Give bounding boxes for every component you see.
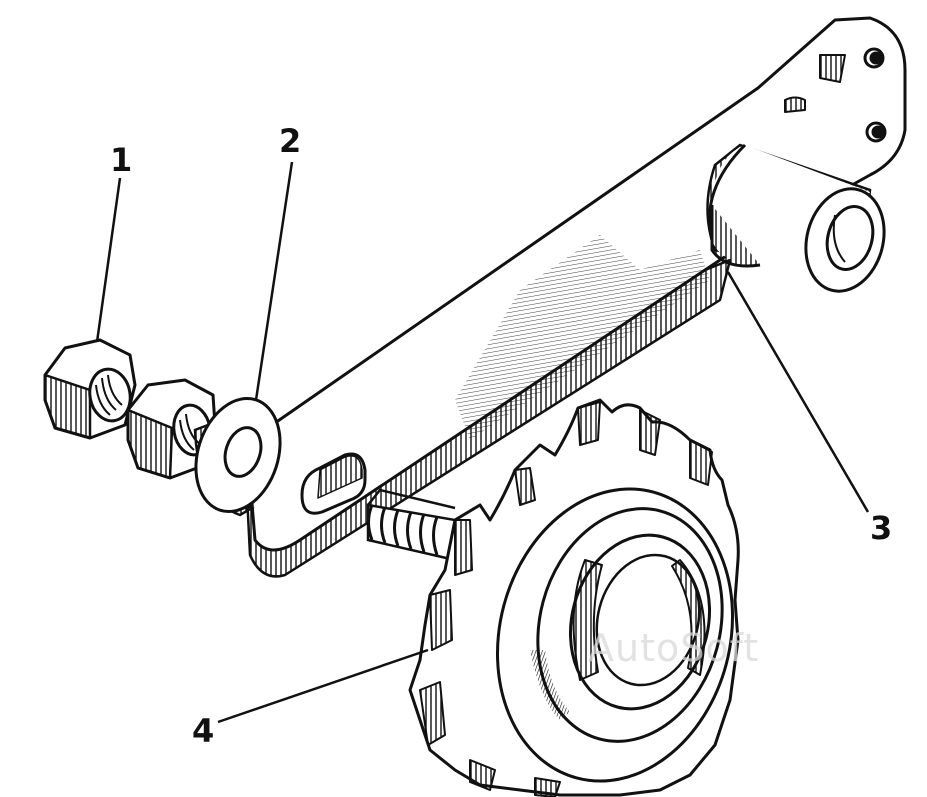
callout-4: 4 bbox=[192, 712, 215, 750]
leader-4 bbox=[217, 648, 429, 724]
callout-3: 3 bbox=[870, 509, 893, 547]
leader-3 bbox=[726, 271, 870, 513]
watermark: AutoSoft bbox=[588, 626, 760, 670]
arm-bushing bbox=[706, 143, 886, 293]
leader-2 bbox=[254, 161, 294, 401]
leader-1 bbox=[95, 177, 122, 343]
nut-outer bbox=[43, 338, 137, 440]
threaded-stud bbox=[366, 488, 457, 562]
sprocket bbox=[408, 398, 740, 797]
arm-shading bbox=[455, 235, 710, 440]
callout-1: 1 bbox=[110, 141, 133, 179]
washer bbox=[193, 396, 282, 517]
callout-2: 2 bbox=[279, 122, 302, 160]
leader-lines bbox=[95, 161, 870, 724]
